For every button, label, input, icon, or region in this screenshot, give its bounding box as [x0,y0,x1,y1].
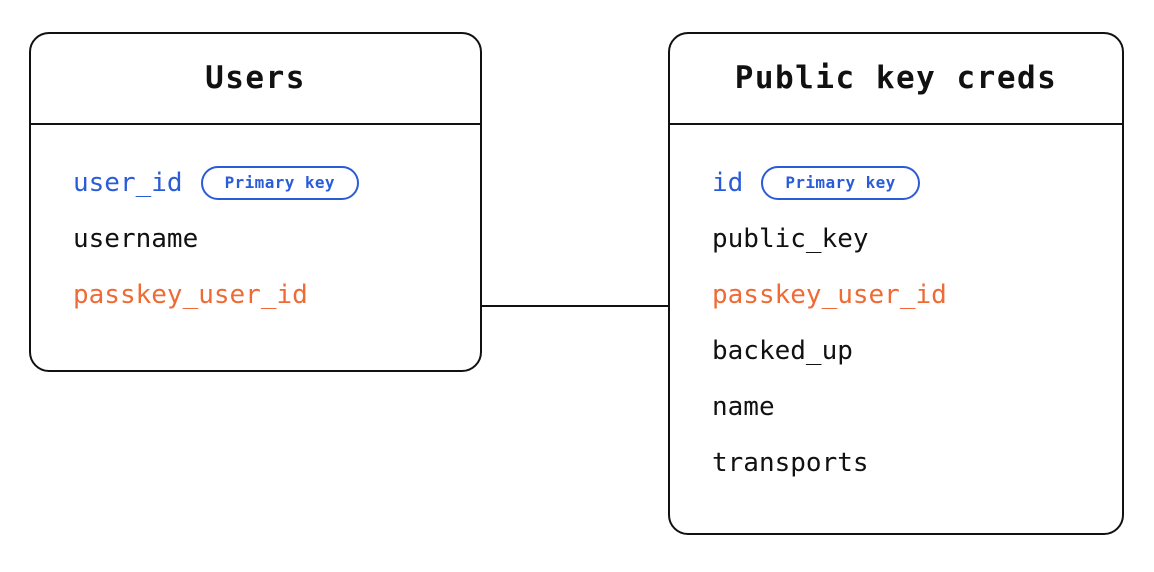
field-name-id: id [712,168,744,198]
entity-public-key-creds-fields: id Primary key public_key passkey_user_i… [670,125,1122,533]
entity-users-header: Users [31,34,480,125]
field-row[interactable]: passkey_user_id [712,267,1122,323]
entity-users-title: Users [205,60,306,96]
field-row[interactable]: id Primary key [712,155,1122,211]
relationship-connector-passkey-user-id [482,305,668,307]
field-row[interactable]: passkey_user_id [73,267,480,323]
field-name-passkey-user-id: passkey_user_id [712,280,947,310]
field-name-passkey-user-id: passkey_user_id [73,280,308,310]
field-name-public-key: public_key [712,224,869,254]
entity-public-key-creds[interactable]: Public key creds id Primary key public_k… [668,32,1124,535]
field-row[interactable]: name [712,379,1122,435]
field-row[interactable]: public_key [712,211,1122,267]
field-name-name: name [712,392,775,422]
field-name-backed-up: backed_up [712,336,853,366]
primary-key-badge: Primary key [761,166,920,200]
field-row[interactable]: username [73,211,480,267]
field-row[interactable]: transports [712,435,1122,491]
entity-users-fields: user_id Primary key username passkey_use… [31,125,480,370]
field-row[interactable]: user_id Primary key [73,155,480,211]
entity-users[interactable]: Users user_id Primary key username passk… [29,32,482,372]
entity-public-key-creds-header: Public key creds [670,34,1122,125]
field-row[interactable]: backed_up [712,323,1122,379]
primary-key-badge: Primary key [200,166,359,200]
field-name-user-id: user_id [73,168,183,198]
field-name-transports: transports [712,448,869,478]
entity-public-key-creds-title: Public key creds [734,60,1058,96]
field-name-username: username [73,224,199,254]
